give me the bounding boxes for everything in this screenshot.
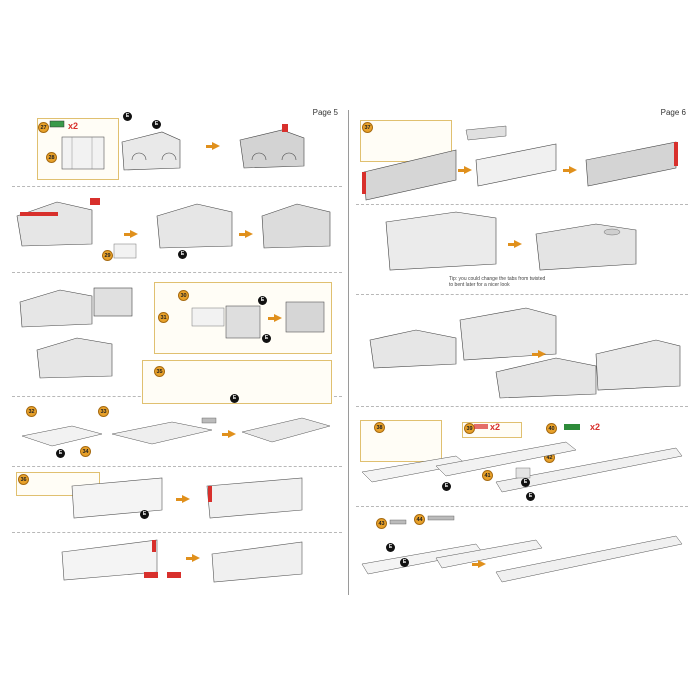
row4-drawing bbox=[361, 424, 683, 493]
quantity-label: x2 bbox=[490, 422, 501, 432]
tool-e-tag: E bbox=[140, 510, 149, 519]
arrow-icon bbox=[124, 230, 138, 238]
row1-drawing bbox=[362, 125, 678, 201]
page-label: Page 6 bbox=[660, 108, 686, 117]
step-separator bbox=[12, 532, 342, 533]
step-separator bbox=[356, 294, 688, 295]
page-label: Page 5 bbox=[312, 108, 338, 117]
tool-e-tag: E bbox=[123, 112, 132, 121]
step-28-badge: 28 bbox=[46, 152, 57, 163]
arrow-icon bbox=[239, 230, 253, 238]
step-separator bbox=[12, 186, 342, 187]
arrow-icon bbox=[268, 314, 282, 322]
quantity-label: x2 bbox=[590, 422, 601, 432]
tool-e-tag: E bbox=[56, 449, 65, 458]
arrow-icon bbox=[563, 166, 577, 174]
row4-drawing bbox=[21, 417, 331, 447]
arrow-icon bbox=[472, 560, 486, 568]
step-41-badge: 41 bbox=[482, 470, 493, 481]
row5-drawing bbox=[361, 515, 683, 583]
step-44-badge: 44 bbox=[414, 514, 425, 525]
arrow-icon bbox=[176, 495, 190, 503]
parts-box bbox=[360, 420, 442, 462]
step-separator bbox=[356, 204, 688, 205]
arrow-icon bbox=[532, 350, 546, 358]
step-40-badge: 40 bbox=[546, 423, 557, 434]
step-separator bbox=[12, 466, 342, 467]
arrow-icon bbox=[508, 240, 522, 248]
quantity-label: x2 bbox=[68, 121, 79, 131]
step-36-badge: 36 bbox=[18, 474, 29, 485]
row2-drawing bbox=[16, 198, 331, 259]
tool-e-tag: E bbox=[178, 250, 187, 259]
step-35-badge: 35 bbox=[154, 366, 165, 377]
step-33-badge: 33 bbox=[98, 406, 109, 417]
arrow-icon bbox=[206, 142, 220, 150]
arrow-icon bbox=[458, 166, 472, 174]
row2-drawing bbox=[385, 211, 637, 271]
tool-e-tag: E bbox=[526, 492, 535, 501]
step-43-badge: 43 bbox=[376, 518, 387, 529]
row3-drawing bbox=[19, 287, 325, 379]
step-separator bbox=[356, 506, 688, 507]
arrow-icon bbox=[222, 430, 236, 438]
step-30-badge: 30 bbox=[178, 290, 189, 301]
tool-e-tag: E bbox=[258, 296, 267, 305]
tool-e-tag: E bbox=[400, 558, 409, 567]
instruction-page-6: Page 6 37 Tip: you could change the tabs… bbox=[356, 100, 688, 595]
tool-e-tag: E bbox=[521, 478, 530, 487]
instruction-page-5: Page 5 27 x2 28 E E 29 E 30 31 bbox=[12, 100, 342, 595]
tool-e-tag: E bbox=[386, 543, 395, 552]
tool-e-tag: E bbox=[152, 120, 161, 129]
tool-e-tag: E bbox=[262, 334, 271, 343]
tool-e-tag: E bbox=[230, 394, 239, 403]
tool-e-tag: E bbox=[442, 482, 451, 491]
row3-drawing bbox=[369, 307, 681, 399]
step-separator bbox=[12, 272, 342, 273]
row1-drawing bbox=[49, 120, 305, 171]
step-34-badge: 34 bbox=[80, 446, 91, 457]
step-27-badge: 27 bbox=[38, 122, 49, 133]
page-divider bbox=[348, 110, 349, 595]
tip-text: Tip: you could change the tabs from twis… bbox=[449, 276, 546, 288]
arrow-icon bbox=[186, 554, 200, 562]
step-37-badge: 37 bbox=[362, 122, 373, 133]
step-separator bbox=[356, 406, 688, 407]
row5-drawing bbox=[71, 477, 303, 519]
step-38-badge: 38 bbox=[374, 422, 385, 433]
row6-drawing bbox=[61, 539, 303, 583]
step-32-badge: 32 bbox=[26, 406, 37, 417]
step-31-badge: 31 bbox=[158, 312, 169, 323]
step-29-badge: 29 bbox=[102, 250, 113, 261]
